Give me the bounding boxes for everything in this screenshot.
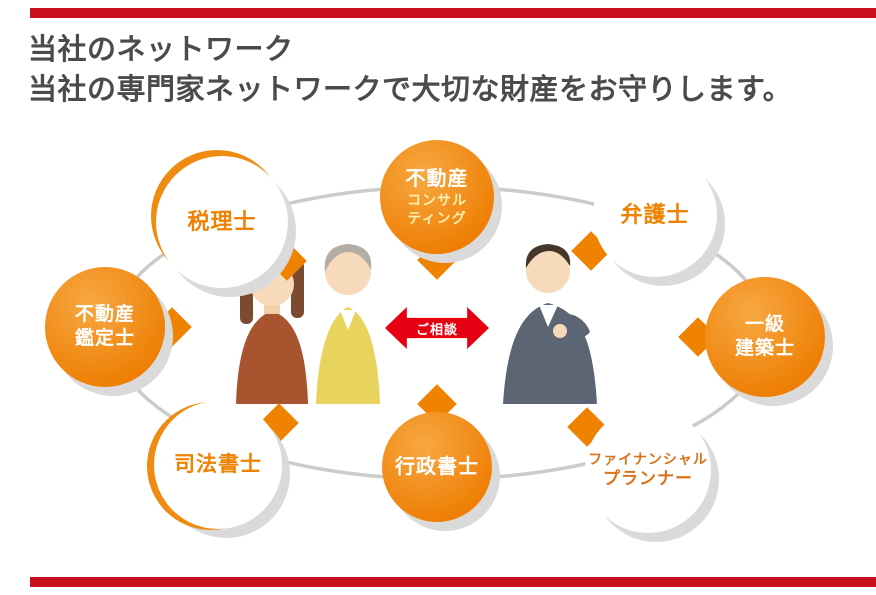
node-tax-accountant-label: 税理士 [187, 209, 257, 235]
title-line-1: 当社のネットワーク [28, 34, 294, 66]
node-first-class-architect: 一級 建築士 [705, 277, 825, 397]
node-real-estate-appraiser: 不動産 鑑定士 [45, 267, 165, 387]
node-tax-accountant: 税理士 [156, 156, 288, 288]
node-financial-planner: ファイナンシャル プランナー [585, 407, 711, 533]
node-consulting-line1: 不動産 [405, 168, 469, 190]
consultation-arrow-label: ご相談 [415, 321, 458, 337]
top-accent-bar [30, 8, 876, 18]
node-architect-line2: 建築士 [734, 338, 795, 359]
node-architect-line1: 一級 [744, 314, 785, 336]
page-title: 当社のネットワーク 当社の専門家ネットワークで大切な財産をお守りします。 [28, 30, 792, 110]
node-judicial-scrivener: 司法書士 [154, 401, 282, 529]
node-fp-line1: ファイナンシャル [588, 450, 708, 467]
node-real-estate-consulting: 不動産 コンサル ティング [380, 140, 494, 254]
node-consulting-line2: コンサル [407, 192, 467, 208]
bottom-accent-bar [30, 577, 876, 587]
title-line-2: 当社の専門家ネットワークで大切な財産をお守りします。 [28, 74, 793, 107]
node-lawyer-label: 弁護士 [620, 202, 690, 228]
node-administrative-scrivener: 行政書士 [382, 412, 492, 522]
node-consulting-line3: ティング [407, 209, 467, 226]
consultant-illustration [503, 244, 597, 404]
node-appraiser-line1: 不動産 [74, 304, 135, 326]
node-judicial-label: 司法書士 [174, 452, 262, 476]
node-lawyer: 弁護士 [593, 153, 717, 277]
node-fp-line2: プランナー [603, 469, 693, 489]
node-appraiser-line2: 鑑定士 [74, 328, 135, 349]
node-administrative-label: 行政書士 [395, 455, 479, 478]
